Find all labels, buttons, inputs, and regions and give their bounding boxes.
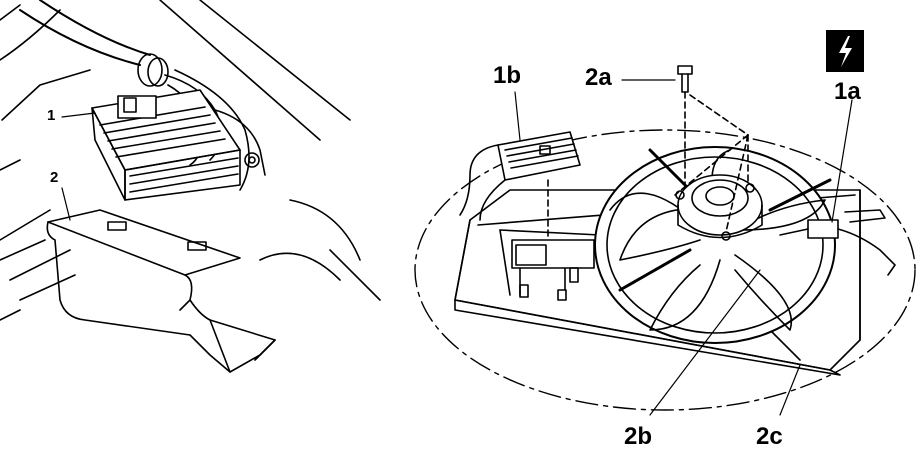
label-cover: 2 bbox=[50, 169, 59, 186]
screw-2a-drawing bbox=[677, 65, 693, 191]
label-2b: 2b bbox=[624, 423, 653, 450]
label-1b: 1b bbox=[493, 62, 522, 89]
electrical-hazard-icon bbox=[826, 30, 864, 72]
label-resistor: 1 bbox=[47, 107, 56, 124]
lightning-bolt-icon bbox=[839, 36, 852, 67]
resistor-cover-drawing bbox=[46, 209, 276, 373]
fan-drawing bbox=[594, 146, 836, 344]
label-2a: 2a bbox=[585, 64, 612, 91]
label-1a: 1a bbox=[834, 78, 861, 105]
left-panel-drawing bbox=[0, 0, 381, 373]
connector-1b-drawing bbox=[459, 131, 595, 301]
label-2c: 2c bbox=[756, 423, 783, 450]
fan-resistor-drawing bbox=[91, 89, 260, 201]
right-panel-drawing bbox=[414, 65, 916, 416]
assembly-outline bbox=[414, 129, 916, 411]
connector-1a-drawing bbox=[779, 209, 896, 276]
